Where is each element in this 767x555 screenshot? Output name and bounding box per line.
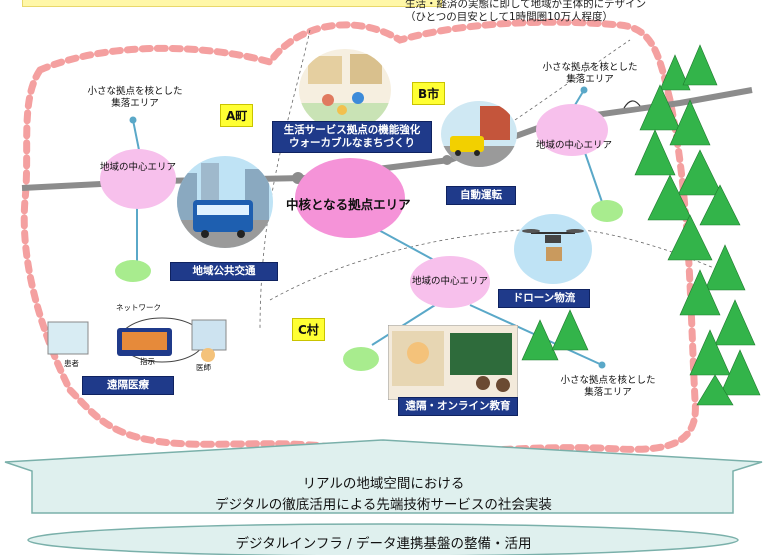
public-transport-label: 地域公共交通 [170,262,278,281]
village-hub-label-b: 小さな拠点を核とした 集落エリア [542,62,638,85]
core-area-label: 中核となる拠点エリア [286,197,411,212]
border-a-b [259,29,311,331]
arrow-banner-shape [4,439,763,514]
center-a-blob [100,149,176,209]
design-principle-note: 生活・経済の実態に即して地域が主体的にデザイン （ひとつの目安として1時間圏10… [405,0,765,24]
regional-center-label-c: 地域の中心エリア [411,276,488,287]
arrow-banner-line-1: リアルの地域空間における [302,476,465,492]
drone-logistics-label: ドローン物流 [498,289,590,308]
village-a-blob [115,260,151,282]
core-blob [295,158,405,238]
place-tag-c-village: C村 [292,318,325,341]
remote-medicine-label: 遠隔医療 [82,376,174,395]
medicine-instruction-label: 指示 [140,357,155,366]
road-node-b [442,155,452,165]
village-b-blob [591,200,623,222]
remote-education-label: 遠隔・オンライン教育 [398,397,518,416]
regional-center-label-b: 地域の中心エリア [535,140,612,151]
forest [521,44,761,406]
place-tag-b-city: B市 [412,82,446,105]
border-b-right [499,39,631,131]
public-transport-illustration [177,156,273,248]
village-hub-label-a: 小さな拠点を核とした 集落エリア [87,86,183,109]
living-services-label: 生活サービス拠点の機能強化 ウォーカブルなまちづくり [272,121,432,153]
regional-center-label-a: 地域の中心エリア [99,162,176,173]
arrow-banner-line-2: デジタルの徹底活用による先端技術サービスの社会実装 [215,497,552,513]
note-line-2: （ひとつの目安として1時間圏10万人程度） [405,11,613,23]
border-b-c [269,227,741,301]
center-c-blob [410,256,490,308]
medicine-diagnosis-label: 診察 [112,319,127,328]
top-yellow-strip [22,0,442,7]
medicine-patient-label: 患者 [64,359,79,368]
autonomous-driving-illustration [441,101,517,167]
infra-base-shape [27,523,739,555]
autonomous-driving-label: 自動運転 [446,186,516,205]
medicine-network-label: ネットワーク [116,303,161,312]
medicine-doctor-label: 医師 [196,363,211,372]
remote-education-illustration [388,325,518,400]
tunnel-arch [623,100,641,109]
center-b-blob [536,104,608,156]
drone-logistics-illustration [514,214,592,284]
place-tag-a-town: A町 [220,104,254,127]
village-hub-label-c: 小さな拠点を核とした 集落エリア [560,375,656,398]
village-c-blob [343,347,379,371]
note-line-1: 生活・経済の実態に即して地域が主体的にデザイン [405,0,647,10]
region-boundary [20,18,699,457]
remote-medicine-illustration [47,317,227,363]
infra-base-label: デジタルインフラ / データ連携基盤の整備・活用 [235,536,532,552]
